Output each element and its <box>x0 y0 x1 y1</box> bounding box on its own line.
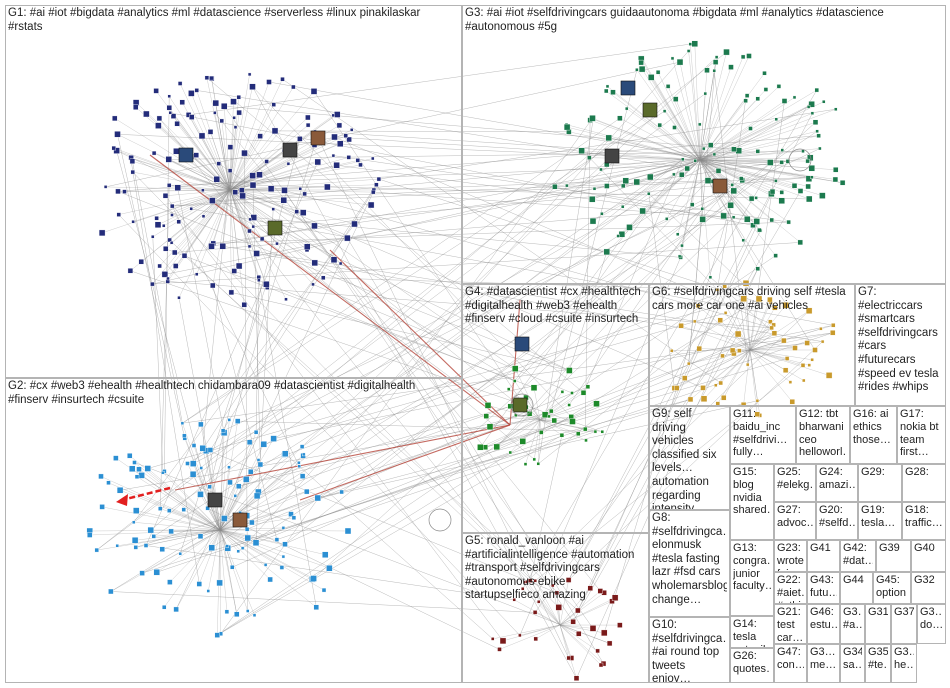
group-g46-label: G46: estu… <box>810 606 837 632</box>
group-g28-label: G28: <box>905 466 943 479</box>
group-g24-label: G24: amazi… <box>819 466 855 492</box>
group-g25: G25: #elekg… <box>774 464 816 502</box>
group-g22: G22: #aiet… #ethi… <box>774 572 807 604</box>
group-g5-label: G5: ronald_vanloon #ai #artificialintell… <box>465 535 646 603</box>
group-g41: G41 <box>807 540 840 572</box>
group-g13: G13: congra… junior faculty… <box>730 540 774 616</box>
group-g44-label: G44 <box>843 574 870 587</box>
group-g47: G47: con… <box>774 644 807 683</box>
group-g6: G6: #selfdrivingcars driving self #tesla… <box>649 284 855 406</box>
group-g8-label: G8: #selfdrivingca… elonmusk #tesla fast… <box>652 512 727 607</box>
group-g34-label: G34: sa… <box>843 646 862 672</box>
group-g15-label: G15: blog nvidia shared… <box>733 466 771 517</box>
group-g1: G1: #ai #iot #bigdata #analytics #ml #da… <box>5 5 462 378</box>
group-g5: G5: ronald_vanloon #ai #artificialintell… <box>462 533 649 683</box>
group-g48: G3… me… <box>807 644 840 683</box>
group-g21-label: G21: test car… <box>777 606 804 644</box>
group-g18: G18: traffic… <box>902 502 946 540</box>
group-g38-label: G3… do… <box>920 606 943 632</box>
group-g12-label: G12: tbt bharwani ceo helloworl… <box>799 408 847 459</box>
group-g29-label: G29: <box>861 466 899 479</box>
group-g4-label: G4: #datascientist #cx #healthtech #digi… <box>465 286 646 327</box>
group-g7-label: G7: #electriccars #smartcars #selfdrivin… <box>858 286 943 395</box>
group-g15: G15: blog nvidia shared… <box>730 464 774 540</box>
group-g23: G23: wrote fair… <box>774 540 807 572</box>
group-g10: G10: #selfdrivingca… #ai round top tweet… <box>649 617 730 683</box>
group-g22-label: G22: #aiet… #ethi… <box>777 574 804 604</box>
group-g42-label: G42: #dat… <box>843 542 873 568</box>
group-g8: G8: #selfdrivingca… elonmusk #tesla fast… <box>649 510 730 617</box>
group-g32: G32 <box>911 572 946 604</box>
group-g35: G35: #te… <box>865 644 891 683</box>
group-g9: G9: self driving vehicles classified six… <box>649 406 730 510</box>
group-g36: G3… he… <box>891 644 917 683</box>
group-g19-label: G19: tesla… <box>861 504 899 530</box>
group-g47-label: G47: con… <box>777 646 804 672</box>
group-g17-label: G17: nokia bt team first… <box>900 408 943 459</box>
group-g7: G7: #electriccars #smartcars #selfdrivin… <box>855 284 946 406</box>
group-g24: G24: amazi… <box>816 464 858 502</box>
group-g38: G3… do… <box>917 604 946 644</box>
group-g26-label: G26: quotes… <box>733 650 771 676</box>
group-g31-label: G31 <box>868 606 888 619</box>
group-g20-label: G20: #selfd… <box>819 504 855 530</box>
group-g6-label: G6: #selfdrivingcars driving self #tesla… <box>652 286 852 313</box>
group-g43: G43: futu… <box>807 572 840 604</box>
group-g4: G4: #datascientist #cx #healthtech #digi… <box>462 284 649 533</box>
group-g39: G39 <box>876 540 911 572</box>
group-g45: G45: option <box>873 572 911 604</box>
group-g20: G20: #selfd… <box>816 502 858 540</box>
group-g37: G37 <box>891 604 917 644</box>
group-g9-label: G9: self driving vehicles classified six… <box>652 408 727 510</box>
group-g17: G17: nokia bt team first… <box>897 406 946 464</box>
group-g29: G29: <box>858 464 902 502</box>
group-g26: G26: quotes… <box>730 648 774 683</box>
group-g11-label: G11: baidu_inc #selfdrivi… fully… <box>733 408 793 459</box>
group-g36-label: G3… he… <box>894 646 914 672</box>
group-g46: G46: estu… <box>807 604 840 644</box>
group-g23-label: G23: wrote fair… <box>777 542 804 572</box>
group-g21: G21: test car… <box>774 604 807 644</box>
group-g2-label: G2: #cx #web3 #ehealth #healthtech chida… <box>8 380 459 407</box>
group-g44: G44 <box>840 572 873 604</box>
group-g25-label: G25: #elekg… <box>777 466 813 492</box>
group-g11: G11: baidu_inc #selfdrivi… fully… <box>730 406 796 464</box>
group-g27-label: G27: advoc… <box>777 504 813 530</box>
group-g14-label: G14: tesla autopil… softwa… <box>733 618 771 648</box>
group-g33-label: G3… #a… <box>843 606 862 632</box>
group-g33: G3… #a… <box>840 604 865 644</box>
group-g43-label: G43: futu… <box>810 574 837 600</box>
group-g35-label: G35: #te… <box>868 646 888 672</box>
group-g19: G19: tesla… <box>858 502 902 540</box>
group-g3-label: G3: #ai #iot #selfdrivingcars guidaauton… <box>465 7 943 34</box>
group-g12: G12: tbt bharwani ceo helloworl… <box>796 406 850 464</box>
group-g34: G34: sa… <box>840 644 865 683</box>
group-g10-label: G10: #selfdrivingca… #ai round top tweet… <box>652 619 727 683</box>
group-g41-label: G41 <box>810 542 837 555</box>
group-g18-label: G18: traffic… <box>905 504 943 530</box>
group-g2: G2: #cx #web3 #ehealth #healthtech chida… <box>5 378 462 683</box>
group-g37-label: G37 <box>894 606 914 619</box>
group-g40: G40 <box>911 540 946 572</box>
group-g27: G27: advoc… <box>774 502 816 540</box>
group-g16: G16: ai ethics those… <box>850 406 897 464</box>
group-g48-label: G3… me… <box>810 646 837 672</box>
group-g31: G31 <box>865 604 891 644</box>
group-g13-label: G13: congra… junior faculty… <box>733 542 771 593</box>
group-g42: G42: #dat… <box>840 540 876 572</box>
group-g16-label: G16: ai ethics those… <box>853 408 894 446</box>
group-g40-label: G40 <box>914 542 943 555</box>
group-g45-label: G45: option <box>876 574 908 600</box>
group-g32-label: G32 <box>914 574 943 587</box>
group-g28: G28: <box>902 464 946 502</box>
group-g14: G14: tesla autopil… softwa… <box>730 616 774 648</box>
group-g39-label: G39 <box>879 542 908 555</box>
group-g1-label: G1: #ai #iot #bigdata #analytics #ml #da… <box>8 7 459 34</box>
group-g3: G3: #ai #iot #selfdrivingcars guidaauton… <box>462 5 946 284</box>
